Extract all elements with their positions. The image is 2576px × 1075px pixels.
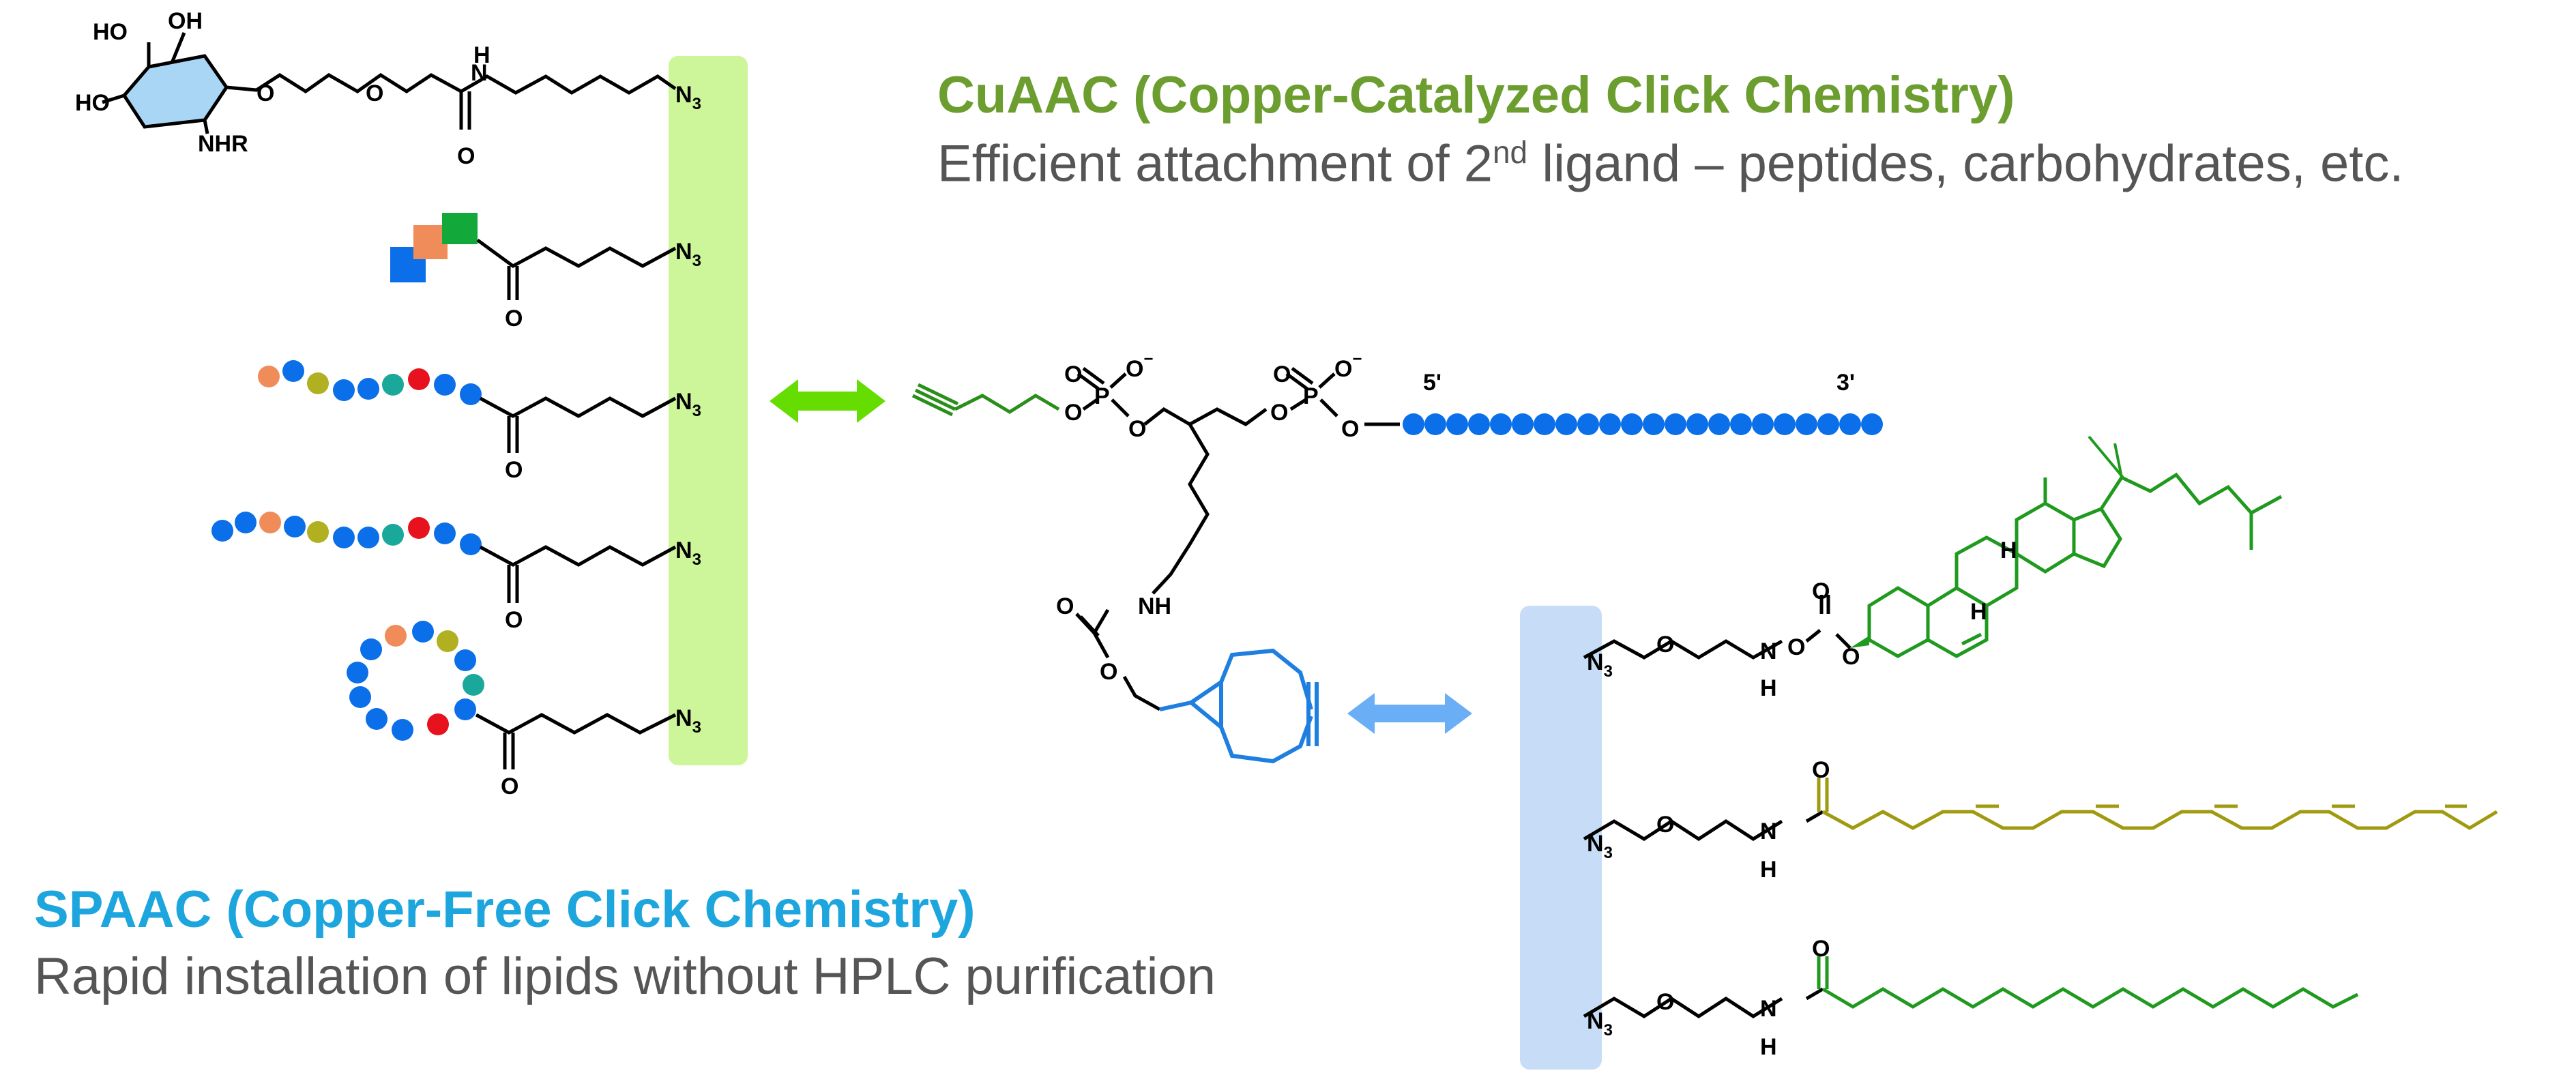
phosphorus-label: P	[1094, 383, 1110, 409]
azide-label: N3	[1587, 649, 1613, 681]
linoleic-chain	[1817, 778, 2498, 830]
carbonyl-oxygen: O	[1812, 578, 1830, 604]
cuaac-subtitle-superscript: nd	[1492, 134, 1528, 170]
carbonyl-oxygen: O	[505, 457, 523, 483]
cuaac-subtitle: Efficient attachment of 2nd ligand – pep…	[937, 134, 2404, 193]
ester-oxygen: O	[1064, 400, 1082, 426]
carbonyl-oxygen: O	[505, 306, 523, 332]
peptide-beads	[258, 360, 482, 405]
spaac-title: SPAAC (Copper-Free Click Chemistry)	[34, 881, 976, 939]
linoleic-ligand: N3 O N H O	[1583, 757, 2498, 883]
cuaac-azide-panel	[669, 56, 748, 765]
ester-oxygen: O	[1128, 416, 1146, 442]
saturated-chain	[1817, 956, 2359, 1009]
hydrogen-label: H	[473, 42, 491, 68]
spaac-double-arrow	[1347, 693, 1472, 734]
oligo-strand	[1403, 413, 1883, 435]
nhr-label: NHR	[198, 131, 248, 157]
carbonyl-oxygen: O	[1812, 757, 1830, 783]
nitrogen-label: N	[1760, 996, 1777, 1022]
hydrogen-label: H	[1760, 675, 1777, 701]
three-prime-label: 3'	[1836, 370, 1855, 396]
phosphorus-label: P	[1303, 383, 1319, 409]
carbamate-carbon-oxygen: O	[1787, 634, 1805, 660]
nitrogen-label: N	[1760, 819, 1777, 844]
oxygen-label: O	[257, 80, 274, 106]
azide-label: N3	[675, 239, 701, 270]
azide-label: N3	[675, 538, 701, 569]
phosphoryl-oxygen: O	[1064, 362, 1082, 387]
sterol-oxygen: O	[1842, 644, 1860, 670]
bcn-cyclooctyne	[1159, 648, 1319, 764]
alkyne-handle	[911, 383, 1060, 417]
cyclic-peptide-ligand: O N3	[347, 621, 701, 799]
nh-label: NH	[1138, 593, 1171, 619]
ether-oxygen: O	[1656, 632, 1674, 658]
peptide-beads	[347, 621, 484, 741]
azide-label: N3	[675, 705, 701, 737]
cuaac-subtitle-text-end: ligand – peptides, carbohydrates, etc.	[1527, 134, 2404, 193]
carbonyl-oxygen: O	[1812, 936, 1830, 962]
cholesterol-ligand: N3 O N H O O O H H	[1583, 435, 2283, 701]
saturated-lipid-ligand: N3 O N H O	[1583, 936, 2359, 1060]
cuaac-double-arrow	[770, 379, 886, 423]
azide-label: N3	[1587, 831, 1613, 862]
carbonyl-oxygen: O	[505, 607, 523, 633]
ether-oxygen: O	[1656, 989, 1674, 1015]
hydrogen-label: H	[1760, 857, 1777, 883]
oxygen-wedge	[1850, 636, 1869, 648]
oxyanion-label: O−	[1334, 350, 1362, 382]
carbonyl-oxygen: O	[457, 143, 475, 169]
azide-label: N3	[1587, 1008, 1613, 1040]
peptide-beads	[211, 512, 482, 555]
spaac-azide-panel	[1520, 606, 1602, 1070]
peptide-ligand-1: O N3	[258, 360, 701, 483]
sterol-core	[1867, 472, 2283, 658]
glycan-squares-ligand: O N3	[390, 213, 701, 332]
ho-label-2: HO	[75, 90, 110, 116]
nitrogen-label: N	[471, 60, 488, 86]
hydrogen-label: H	[1970, 599, 1987, 625]
hydrogen-label: H	[2000, 538, 2017, 563]
carbonyl-oxygen: O	[1056, 593, 1074, 619]
orange-square	[413, 225, 448, 259]
carbamate-oxygen: O	[1100, 659, 1117, 685]
spaac-subtitle: Rapid installation of lipids without HPL…	[34, 947, 1216, 1005]
ester-oxygen: O	[1341, 416, 1359, 442]
nitrogen-label: N	[1760, 638, 1777, 664]
ester-oxygen: O	[1270, 400, 1288, 426]
sugar-ring	[121, 54, 229, 129]
azide-label: N3	[675, 82, 701, 113]
oh-label: OH	[168, 8, 203, 34]
galnac-ligand: HO OH HO NHR O O N H O N3	[75, 8, 701, 169]
green-square	[442, 213, 478, 244]
carbonyl-oxygen: O	[501, 774, 518, 799]
peptide-ligand-2: O N3	[211, 512, 701, 633]
oxygen-label: O	[366, 80, 383, 106]
oxyanion-label: O−	[1126, 350, 1153, 382]
azide-label: N3	[675, 389, 701, 420]
cuaac-subtitle-text: Efficient attachment of 2	[937, 134, 1493, 193]
phosphoryl-oxygen: O	[1273, 362, 1291, 387]
ho-label: HO	[93, 19, 128, 45]
methyl-wedge	[2088, 435, 2124, 479]
hydrogen-label: H	[1760, 1034, 1777, 1060]
cuaac-title: CuAAC (Copper-Catalyzed Click Chemistry)	[937, 66, 2015, 124]
oligo-scaffold: O P O O− O O P O O− O NH O O 5' 3'	[911, 350, 1883, 764]
five-prime-label: 5'	[1423, 370, 1441, 396]
ether-oxygen: O	[1656, 812, 1674, 838]
